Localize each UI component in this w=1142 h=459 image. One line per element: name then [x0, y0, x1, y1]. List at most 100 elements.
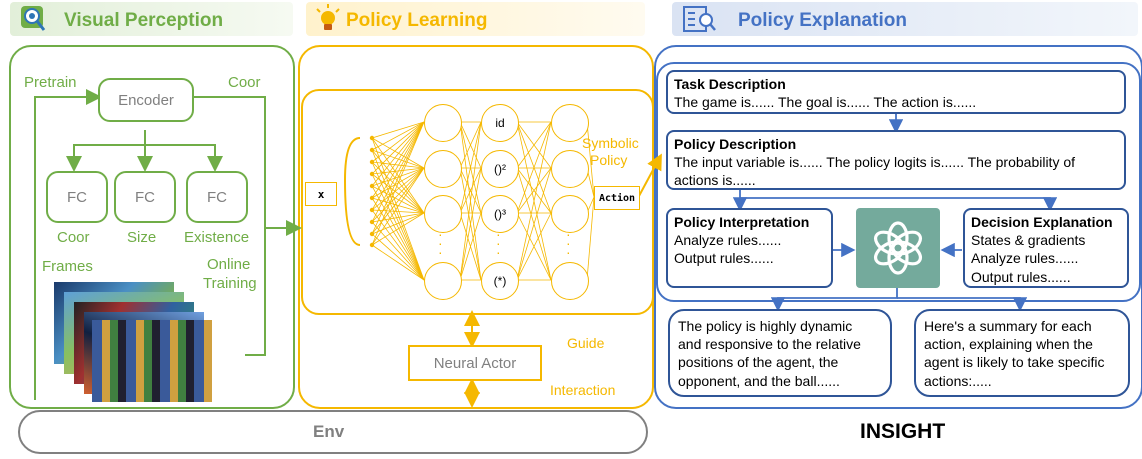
fc-existence-box: FC: [186, 171, 248, 223]
edge: [371, 185, 425, 214]
frame: [92, 320, 212, 402]
neuron: [551, 150, 589, 188]
document-search-icon: [682, 4, 718, 34]
policy-description-line: The input variable is...... The policy l…: [674, 154, 1076, 171]
edge: [371, 167, 425, 211]
input-x-box: x: [305, 182, 337, 206]
input-node: [369, 242, 375, 248]
task-description-box: Task Description The game is...... The g…: [666, 70, 1126, 114]
policy-summary-output: The policy is highly dynamic and respons…: [668, 309, 892, 397]
edge: [371, 212, 425, 246]
pretrain-label: Pretrain: [24, 74, 77, 91]
policy-description-line: actions is......: [674, 172, 756, 189]
online-label: Online: [207, 256, 251, 273]
visual-perception-header: Visual Perception: [10, 2, 293, 36]
function-cube: ()³: [481, 195, 519, 233]
edge: [371, 121, 425, 187]
visual-perception-title: Visual Perception: [64, 10, 224, 31]
ellipsis-dots: ···: [496, 226, 501, 260]
policy-interpretation-box: Policy Interpretation Analyze rules.....…: [666, 208, 833, 288]
task-description-title: Task Description: [674, 76, 786, 92]
neuron: [424, 104, 462, 142]
coor-feedback-label: Coor: [228, 74, 261, 91]
edge: [459, 121, 482, 281]
edge: [371, 173, 425, 281]
training-label: Training: [203, 275, 257, 292]
edge: [371, 121, 425, 223]
llm-reasoning-box: [656, 62, 1141, 302]
edge: [371, 137, 425, 214]
policy-label: Policy: [590, 152, 628, 168]
edge: [371, 161, 425, 214]
input-node: [369, 231, 375, 237]
edge: [371, 149, 425, 281]
neuron: [551, 262, 589, 300]
edge: [371, 121, 425, 235]
policy-learning-title: Policy Learning: [346, 10, 488, 31]
edge: [371, 185, 425, 281]
edge: [371, 173, 425, 214]
input-node: [369, 183, 375, 189]
policy-description-box: Policy Description The input variable is…: [666, 130, 1126, 190]
function-product: (*): [481, 262, 519, 300]
edge: [371, 161, 425, 281]
output-line: positions of the agent, the: [678, 354, 839, 371]
edge: [371, 197, 425, 214]
neuron: [551, 104, 589, 142]
output-line: The policy is highly dynamic: [678, 318, 853, 334]
output-line: agent is likely to take specific: [924, 354, 1105, 371]
encoder-box: Encoder: [98, 78, 194, 122]
function-id: id: [481, 104, 519, 142]
edge: [516, 121, 552, 281]
edge: [371, 149, 425, 169]
edge: [516, 212, 552, 281]
edge: [371, 121, 425, 211]
action-summary-output: Here's a summary for each action, explai…: [914, 309, 1130, 397]
fc-coor-box: FC: [46, 171, 108, 223]
interpretation-line: Analyze rules......: [674, 232, 782, 249]
edge: [371, 121, 425, 139]
policy-description-title: Policy Description: [674, 136, 797, 152]
edge: [371, 121, 425, 151]
output-line: opponent, and the ball......: [678, 372, 840, 389]
output-line: Here's a summary for each: [924, 318, 1092, 334]
edge: [371, 161, 425, 169]
decision-line: Analyze rules......: [971, 250, 1079, 267]
edge: [586, 196, 595, 281]
lightbulb-icon: [314, 3, 342, 33]
edge: [516, 121, 552, 214]
edge: [459, 121, 482, 169]
function-square: ()²: [481, 150, 519, 188]
edge: [371, 121, 425, 199]
edge: [371, 212, 425, 223]
neuron: [424, 150, 462, 188]
interpretation-line: Output rules......: [674, 250, 774, 267]
coor-output-label: Coor: [57, 229, 90, 246]
edge: [371, 167, 425, 187]
task-description-text: The game is...... The goal is...... The …: [674, 94, 977, 111]
fc-size-box: FC: [114, 171, 176, 223]
existence-output-label: Existence: [184, 229, 250, 246]
input-node: [369, 147, 375, 153]
output-line: and responsive to the relative: [678, 336, 861, 353]
edge: [371, 167, 425, 235]
edge: [459, 167, 482, 214]
edge: [371, 149, 425, 214]
input-node: [369, 159, 375, 165]
input-node: [369, 171, 375, 177]
neuron: [551, 195, 589, 233]
edge: [371, 167, 425, 175]
edge: [371, 244, 425, 281]
action-box: Action: [594, 186, 640, 210]
game-frames-stack: [54, 282, 214, 404]
neural-actor-box: Neural Actor: [408, 345, 542, 381]
size-output-label: Size: [127, 229, 157, 246]
guide-label: Guide: [567, 335, 605, 351]
edge: [371, 121, 425, 175]
chatgpt-logo-icon: [856, 208, 940, 288]
interaction-label: Interaction: [550, 382, 616, 398]
neural-network-edges: [369, 121, 595, 281]
output-line: action, explaining when the: [924, 336, 1093, 353]
env-bar: [18, 410, 648, 454]
